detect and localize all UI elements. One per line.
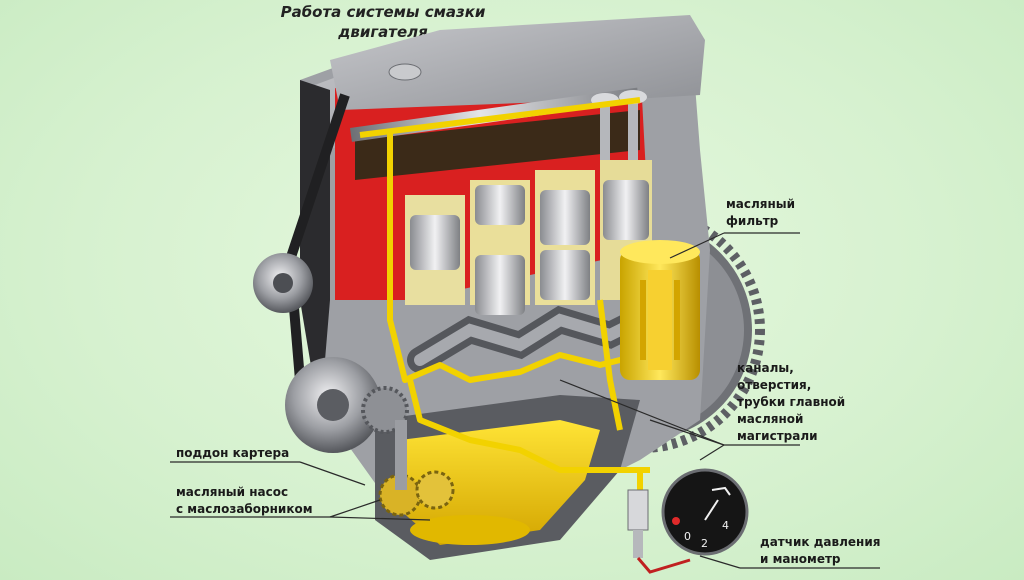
label-channels-line-4: масляной <box>737 412 804 426</box>
oil-pan <box>375 395 640 560</box>
gauge-tick-2: 2 <box>701 537 708 550</box>
label-oil-pump-line-1: масляный насос <box>176 485 289 499</box>
label-channels-line-2: отверстия, <box>737 378 812 392</box>
pistons <box>405 160 652 315</box>
label-oil-channels: каналы, отверстия, трубки главной маслян… <box>737 360 845 445</box>
label-pressure-sensor: датчик давления и манометр <box>760 534 880 568</box>
title-line-2: двигателя <box>338 23 428 41</box>
label-channels-line-1: каналы, <box>737 361 794 375</box>
oil-filter <box>620 240 700 380</box>
crankshaft <box>407 305 653 373</box>
pressure-gauge: 0 2 4 <box>661 468 749 556</box>
diagram-title: Работа системы смазки двигателя <box>268 2 498 42</box>
label-channels-line-3: трубки главной <box>737 395 846 409</box>
title-line-1: Работа системы смазки <box>280 3 486 21</box>
label-pressure-line-1: датчик давления <box>760 535 881 549</box>
label-oil-filter-line-2: фильтр <box>726 214 779 228</box>
oil-channels <box>359 97 650 505</box>
label-oil-pump-line-2: с маслозаборником <box>176 502 313 516</box>
label-oil-pump: масляный насос с маслозаборником <box>176 484 313 518</box>
label-pressure-line-2: и манометр <box>760 552 841 566</box>
label-oil-filter: масляный фильтр <box>726 196 795 230</box>
label-oil-filter-line-1: масляный <box>726 197 796 211</box>
gauge-tick-0: 0 <box>684 530 691 543</box>
label-channels-line-5: магистрали <box>737 429 818 443</box>
leader-lines <box>170 232 880 569</box>
timing-drive <box>253 93 409 453</box>
label-oil-pan: поддон картера <box>176 446 290 460</box>
gauge-tick-4: 4 <box>722 519 729 532</box>
pressure-sensor <box>627 489 691 574</box>
oil-pump <box>378 420 455 517</box>
